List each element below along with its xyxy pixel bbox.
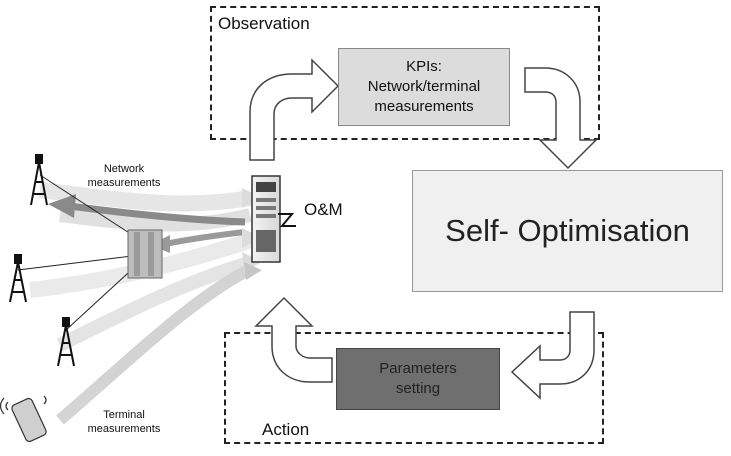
mobile-phone-icon [0, 395, 47, 443]
action-title: Action [262, 420, 310, 439]
terminal-measurements-label: Terminal measurements [87, 409, 161, 435]
loop-arrow-to-selfopt [524, 67, 598, 170]
om-label: O&M [304, 200, 343, 219]
om-server-icon [251, 175, 296, 263]
self-optimisation-box: Self- Optimisation [412, 170, 723, 292]
loop-arrow-observation-up [249, 58, 340, 161]
observation-box [210, 6, 600, 140]
kpi-box: KPIs: Network/terminal measurements [338, 48, 510, 126]
loop-arrow-to-params [510, 311, 595, 400]
antenna-icon-top [30, 154, 48, 206]
loop-arrow-action-up [254, 296, 333, 383]
observation-title: Observation [218, 14, 310, 33]
network-measurements-label: Network measurements [87, 163, 161, 189]
parameters-setting-box: Parameters setting [336, 348, 500, 410]
arrow-head-left-icon [48, 194, 76, 218]
antenna-icon-bottom [57, 317, 75, 367]
measurement-flow-bands [29, 182, 255, 425]
router-hub-icon [127, 229, 163, 279]
antenna-icon-middle [9, 254, 27, 303]
action-box [224, 332, 604, 444]
